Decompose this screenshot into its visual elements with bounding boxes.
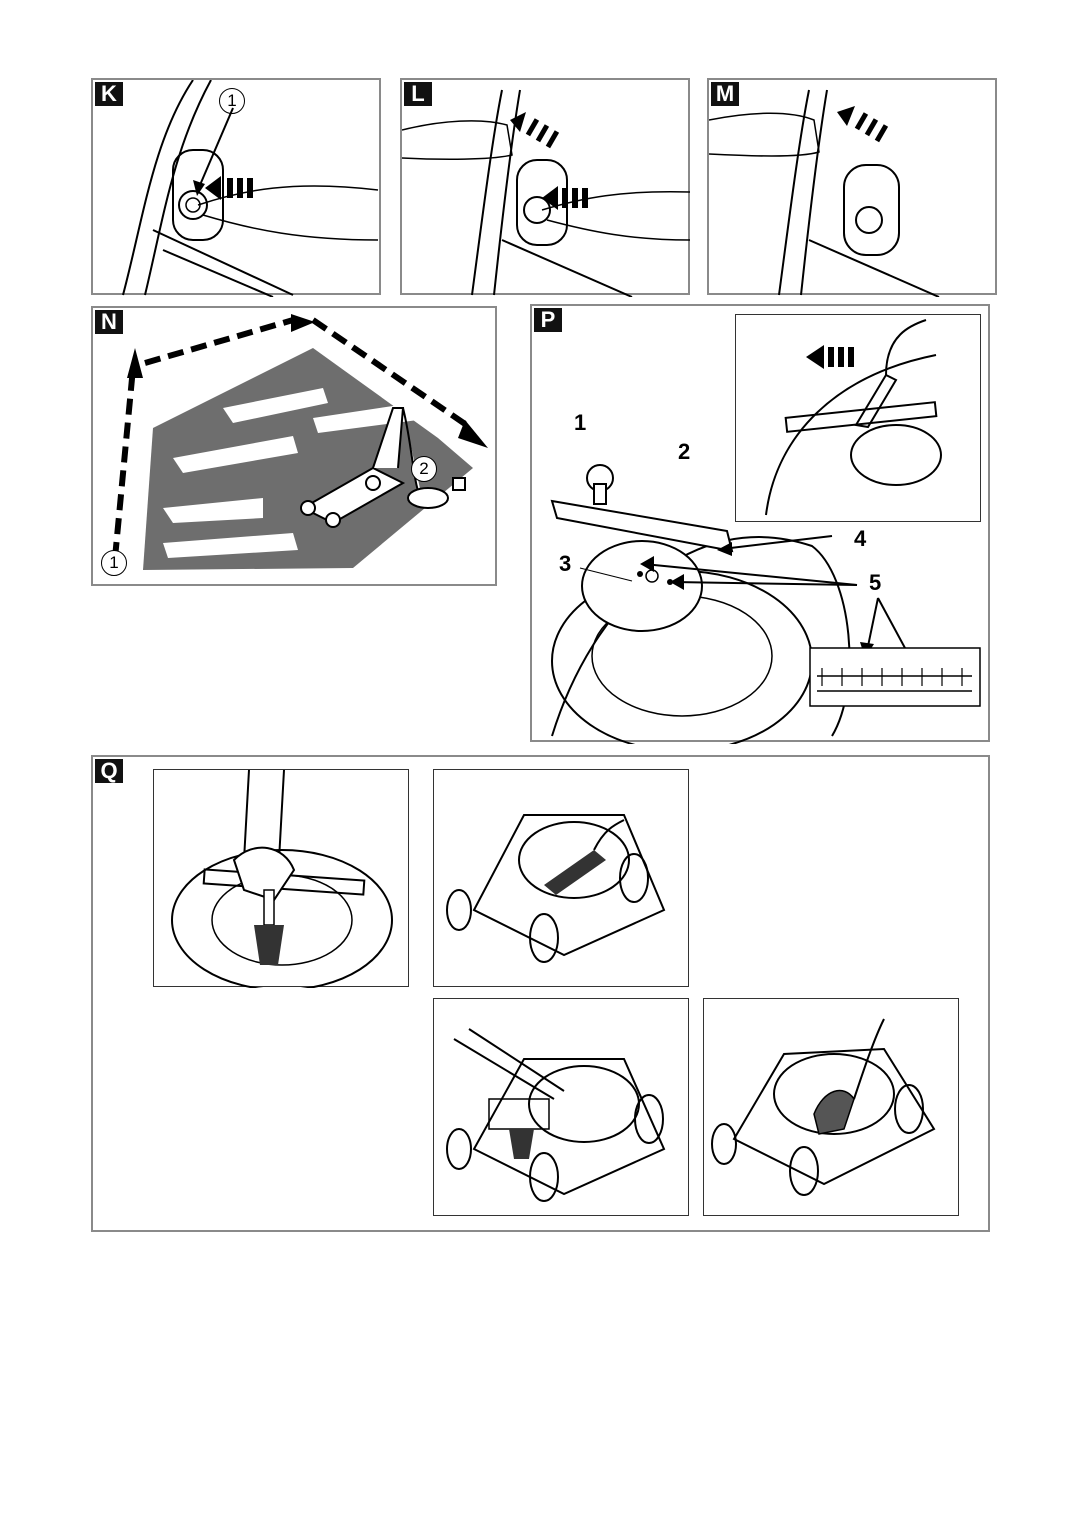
panel-n-illustration (112, 314, 488, 570)
panel-k-illustration (122, 80, 379, 297)
panel-m-label: M (711, 82, 739, 106)
panel-p-label-3: 3 (559, 551, 572, 576)
panel-n-label: N (95, 310, 123, 334)
panel-q: Q (91, 755, 990, 1232)
panel-p-label-5: 5 (869, 570, 882, 595)
panel-m: M (707, 78, 997, 297)
panel-q-wipe-cover (703, 998, 959, 1216)
panel-q-brush-grass-box (433, 998, 689, 1216)
panel-p-label-2: 2 (678, 439, 691, 464)
panel-p-inset-blade-removal (735, 314, 981, 522)
panel-n-callout-2: 2 (411, 456, 437, 482)
panel-p-label: P (534, 308, 562, 332)
panel-n: N 1 2 (91, 306, 497, 586)
panel-m-illustration (709, 89, 940, 297)
panel-l: L (400, 78, 691, 297)
panel-k: K 1 (91, 78, 381, 297)
panel-p: P (530, 304, 990, 744)
panel-q-label: Q (95, 759, 123, 783)
panel-p-label-1: 1 (574, 410, 587, 435)
panel-p-label-4: 4 (854, 526, 867, 551)
panel-l-illustration (402, 89, 691, 297)
panel-q-brush-deck (433, 769, 689, 987)
panel-p-blade-diagram (550, 464, 981, 744)
panel-q-brush-underside (153, 769, 409, 988)
panel-n-callout-1: 1 (101, 550, 127, 576)
panel-l-label: L (404, 82, 432, 106)
panel-k-label: K (95, 82, 123, 106)
